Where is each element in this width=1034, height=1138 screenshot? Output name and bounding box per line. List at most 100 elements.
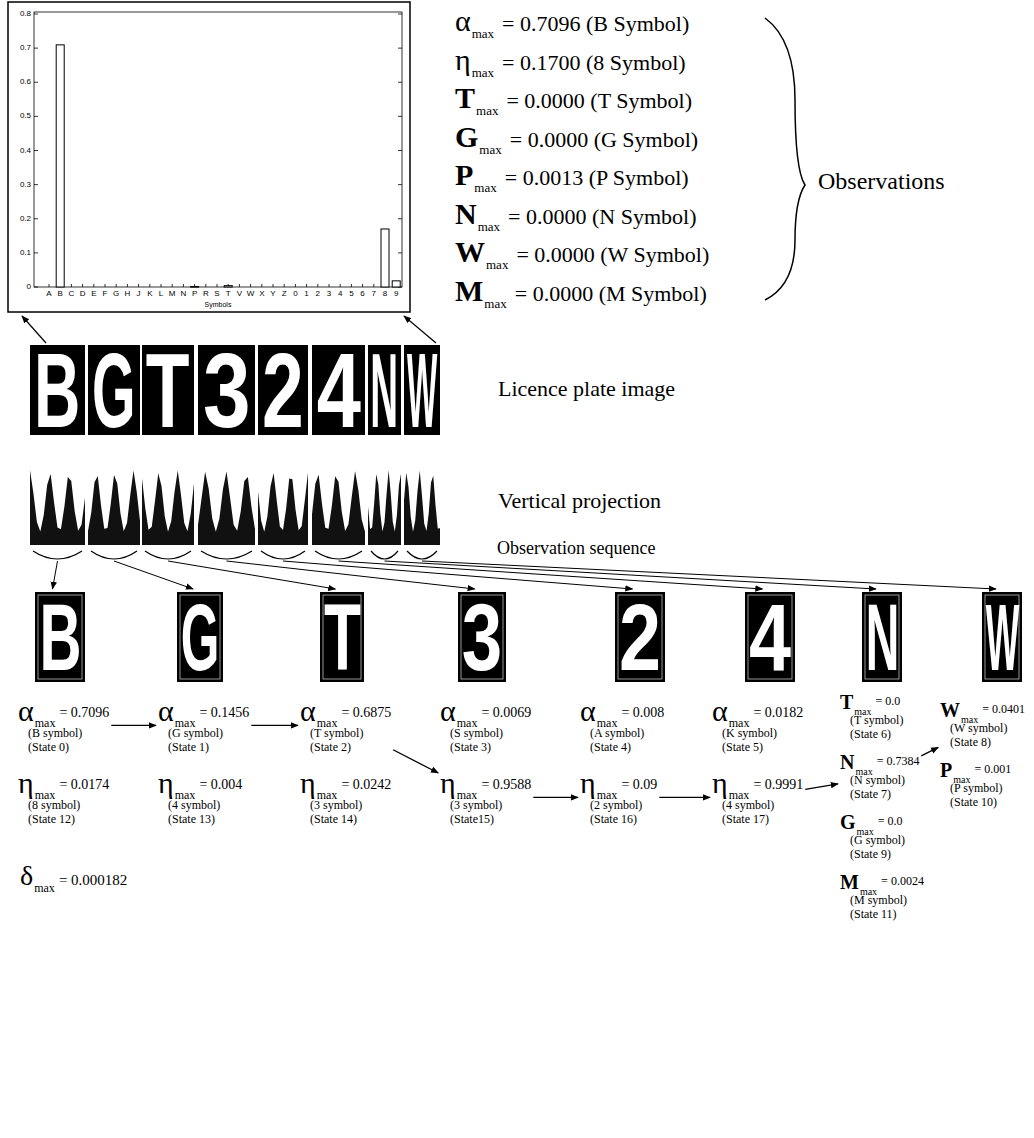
crop-character: G (181, 590, 220, 685)
axis-title: Symbols (205, 301, 232, 308)
observation-line: αmax= 0.7096 (B Symbol) (455, 6, 689, 36)
symbol-axis-label: J (137, 290, 141, 298)
state-symbol: α (300, 696, 316, 726)
state-name: (State 2) (300, 740, 391, 754)
symbol-axis-label: 4 (338, 290, 342, 298)
x-tick-marks (49, 284, 396, 287)
state-symbol: N (840, 752, 854, 772)
subscript: max (486, 258, 508, 273)
crop-character: 3 (462, 590, 502, 685)
tick-mark (116, 284, 117, 287)
subscript: max (478, 220, 500, 235)
entry-head: αmax= 0.008 (580, 696, 664, 726)
row-label: Licence plate image (498, 376, 675, 401)
character-cell: T (320, 592, 364, 682)
symbol-name: (T symbol) (300, 726, 391, 740)
tick-mark (49, 284, 50, 287)
symbol-name: (3 symbol) (300, 798, 391, 812)
tick-mark (239, 284, 240, 287)
state-name: (State 6) (840, 727, 903, 741)
symbol-name: (K symbol) (712, 726, 803, 740)
state-symbol: α (18, 696, 34, 726)
membership-value: = 0.004 (199, 777, 242, 793)
state-entry: Pmax= 0.001(P symbol)(State 10) (940, 760, 1011, 810)
tick-mark (34, 116, 402, 117)
state-entry: ηmax= 0.0242(3 symbol)(State 14) (300, 768, 391, 827)
state-symbol: η (580, 768, 596, 798)
score-symbol: δ (20, 862, 33, 890)
state-symbol: α (440, 696, 456, 726)
tick-mark (149, 284, 150, 287)
symbol-axis-label: P (192, 290, 197, 298)
entry-head: αmax= 0.7096 (18, 696, 109, 726)
histogram-bar (224, 286, 232, 287)
symbol-name: (N symbol) (840, 773, 919, 787)
membership-value: = 0.0 (876, 694, 901, 709)
tick-mark (71, 284, 72, 287)
transition-arrow (659, 797, 710, 798)
observation-arc (407, 551, 437, 559)
symbol-name: (M symbol) (840, 893, 924, 907)
subscript: max (479, 143, 501, 158)
plate-character: 2 (262, 338, 304, 443)
symbol-axis-label: S (214, 290, 219, 298)
entry-head: Wmax= 0.0401 (940, 700, 1025, 721)
membership-value: = 0.7096 (59, 705, 109, 721)
plate-character: 3 (203, 338, 251, 443)
tick-mark (138, 284, 139, 287)
symbol-name: (4 symbol) (158, 798, 242, 812)
symbol-axis-label: G (113, 290, 119, 298)
state-entry: Nmax= 0.7384(N symbol)(State 7) (840, 752, 919, 802)
row-label: Observation sequence (495, 538, 657, 559)
symbol-axis-label: 0 (293, 290, 297, 298)
character-cell: 2 (615, 592, 665, 682)
symbol-axis-label: Z (282, 290, 287, 298)
observation-symbol: T (455, 83, 475, 113)
tick-mark (105, 284, 106, 287)
symbol-name: (B symbol) (18, 726, 109, 740)
symbol-axis-label: A (46, 290, 51, 298)
symbol-name: (S symbol) (440, 726, 531, 740)
histogram-bar (191, 286, 199, 288)
tick-mark (351, 284, 352, 287)
observation-symbol: α (455, 6, 471, 36)
membership-value: = 0.0069 (481, 705, 531, 721)
observation-arc (201, 551, 252, 559)
state-name: (State 12) (18, 812, 109, 826)
state-symbol: η (712, 768, 728, 798)
subscript: max (484, 297, 506, 312)
projection-profile (312, 457, 365, 532)
entry-head: ηmax= 0.004 (158, 768, 242, 798)
projection-profile (258, 457, 308, 532)
transition-arrow (393, 750, 438, 773)
state-symbol: M (840, 872, 859, 892)
tick-mark (127, 284, 128, 287)
membership-value: = 0.0 (878, 814, 903, 829)
symbol-name: (3 symbol) (440, 798, 531, 812)
tick-mark (373, 284, 374, 287)
membership-value: = 0.6875 (341, 705, 391, 721)
state-entry: ηmax= 0.9991(4 symbol)(State 17) (712, 768, 803, 827)
projection-cell (198, 457, 255, 545)
symbol-name: (G symbol) (840, 833, 905, 847)
state-entry: αmax= 0.0182(K symbol)(State 5) (712, 696, 803, 755)
entry-head: ηmax= 0.09 (580, 768, 657, 798)
subscript: max (472, 66, 494, 81)
character-cell: B (35, 592, 85, 682)
membership-value: = 0.0401 (982, 702, 1025, 717)
state-symbol: P (940, 760, 952, 780)
symbol-name: (P symbol) (940, 781, 1011, 795)
entry-head: ηmax= 0.0242 (300, 768, 391, 798)
symbol-axis-label: N (181, 290, 187, 298)
projection-profile (198, 457, 255, 532)
projection-profile (404, 457, 440, 532)
axis-tick-label: 0.5 (20, 112, 31, 120)
membership-value: = 0.9991 (753, 777, 803, 793)
histogram-bars (56, 45, 400, 287)
observation-symbol: N (455, 199, 477, 229)
plot-area (34, 12, 402, 287)
symbol-axis-label: 3 (327, 290, 331, 298)
observation-arc (371, 551, 398, 559)
